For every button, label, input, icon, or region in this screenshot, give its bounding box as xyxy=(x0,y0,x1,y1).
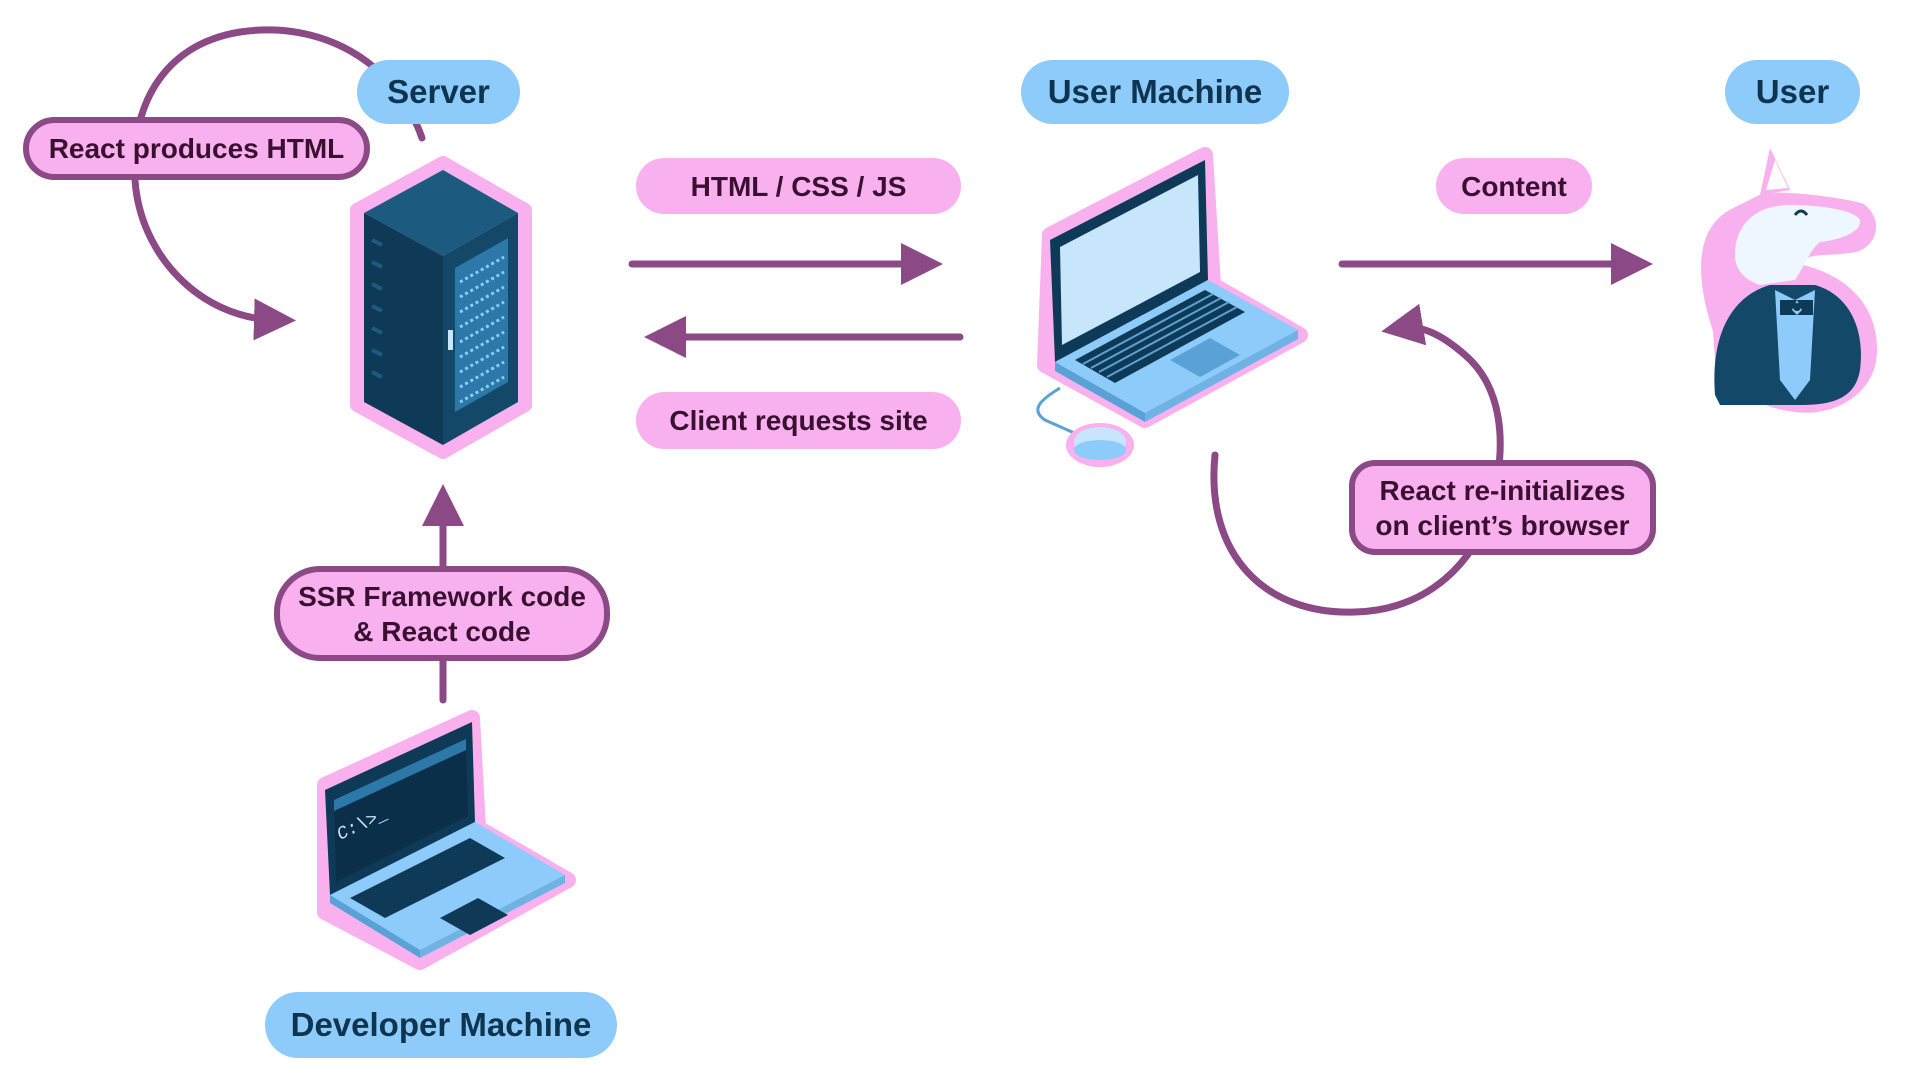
html-css-js-label: HTML / CSS / JS xyxy=(636,158,961,214)
server-node-label: Server xyxy=(357,60,520,124)
mouse-icon xyxy=(1066,423,1134,467)
react-reinitializes-label: React re-initializes on client’s browser xyxy=(1349,460,1656,555)
developer-laptop-icon: C:\>_ xyxy=(317,710,576,970)
user-machine-node-label: User Machine xyxy=(1021,60,1289,124)
ssr-framework-line1: SSR Framework code xyxy=(298,580,586,612)
developer-machine-node-label: Developer Machine xyxy=(265,992,617,1058)
client-requests-site-label: Client requests site xyxy=(636,392,961,449)
unicorn-user-icon xyxy=(1701,148,1877,413)
content-label: Content xyxy=(1436,158,1592,214)
react-produces-html-label: React produces HTML xyxy=(23,117,370,180)
react-reinitializes-line1: React re-initializes xyxy=(1379,474,1626,506)
ssr-framework-line2: & React code xyxy=(353,615,531,647)
user-node-label: User xyxy=(1725,60,1860,124)
ssr-framework-label: SSR Framework code & React code xyxy=(274,566,610,661)
user-laptop-icon xyxy=(1036,147,1308,442)
server-rack-icon xyxy=(350,156,532,459)
loop-react-produces-html-arrow xyxy=(130,26,426,341)
react-reinitializes-line2: on client’s browser xyxy=(1375,509,1630,541)
